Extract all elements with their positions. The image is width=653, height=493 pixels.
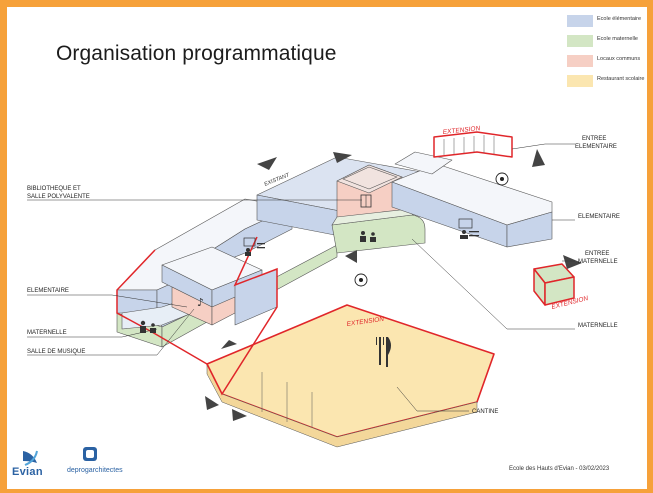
- legend-label: Locaux communs: [597, 56, 641, 62]
- leader-lines: [27, 143, 575, 412]
- building-extension-entree-maternelle: [533, 263, 575, 306]
- football-icon: [354, 273, 368, 287]
- label-elementaire-left: ELEMENTAIRE: [27, 288, 69, 294]
- architects-logo: [83, 447, 97, 461]
- extension-outline-left: [116, 236, 278, 396]
- label-bibliotheque-2: SALLE POLYVALENTE: [27, 194, 90, 200]
- label-entree-maternelle-2: MATERNELLE: [578, 259, 618, 265]
- axonometric-diagram: ♪: [27, 125, 620, 448]
- legend-label: Restaurant scolaire: [597, 76, 645, 82]
- building-elementaire-right: [391, 151, 553, 248]
- music-note-icon: ♪: [197, 296, 204, 309]
- kindergarten-icon: [360, 231, 376, 242]
- building-extension-entree-elementaire: [433, 131, 513, 158]
- building-cantine: [206, 304, 495, 448]
- evian-logo-text: Evian: [12, 466, 43, 478]
- book-icon: [360, 194, 372, 208]
- slide: Organisation programmatique Ecole élémen…: [7, 7, 647, 489]
- page-title: Organisation programmatique: [56, 42, 337, 65]
- kindergarten-icon: [140, 320, 156, 333]
- label-entree-maternelle-1: ENTREE: [585, 251, 609, 257]
- football-icon: [495, 172, 509, 186]
- classroom-icon: [243, 237, 265, 256]
- legend-swatch-restaurant: [567, 75, 593, 87]
- label-maternelle-left: MATERNELLE: [27, 330, 67, 336]
- legend-label: Ecole maternelle: [597, 36, 638, 42]
- classroom-icon: [458, 218, 479, 239]
- label-elementaire-right: ELEMENTAIRE: [578, 214, 620, 220]
- legend: Ecole élémentaire Ecole maternelle Locau…: [567, 12, 647, 92]
- legend-swatch-maternelle: [567, 35, 593, 47]
- svg-text:♪: ♪: [197, 296, 204, 309]
- legend-swatch-elementaire: [567, 15, 593, 27]
- legend-item-restaurant: Restaurant scolaire: [567, 72, 647, 92]
- label-cantine: CANTINE: [472, 409, 498, 415]
- entrance-arrow-icon: [205, 149, 582, 421]
- cutlery-icon: [376, 337, 391, 367]
- label-salle-musique: SALLE DE MUSIQUE: [27, 349, 85, 355]
- label-extension-top: EXTENSION: [442, 125, 480, 136]
- label-entree-elementaire-2: ELEMENTAIRE: [575, 144, 617, 150]
- architects-logo-text: deprogarchitectes: [67, 467, 123, 474]
- legend-item-maternelle: Ecole maternelle: [567, 32, 647, 52]
- label-maternelle-right: MATERNELLE: [578, 323, 618, 329]
- label-bibliotheque-1: BIBLIOTHEQUE ET: [27, 186, 81, 192]
- legend-item-communs: Locaux communs: [567, 52, 647, 72]
- building-maternelle-center: [331, 208, 426, 254]
- evian-logo: [23, 450, 38, 466]
- label-entree-elementaire-1: ENTREE: [582, 136, 606, 142]
- legend-swatch-communs: [567, 55, 593, 67]
- footer-text: Ecole des Hauts d'Evian - 03/02/2023: [509, 466, 610, 472]
- legend-item-elementaire: Ecole élémentaire: [567, 12, 647, 32]
- legend-label: Ecole élémentaire: [597, 16, 642, 22]
